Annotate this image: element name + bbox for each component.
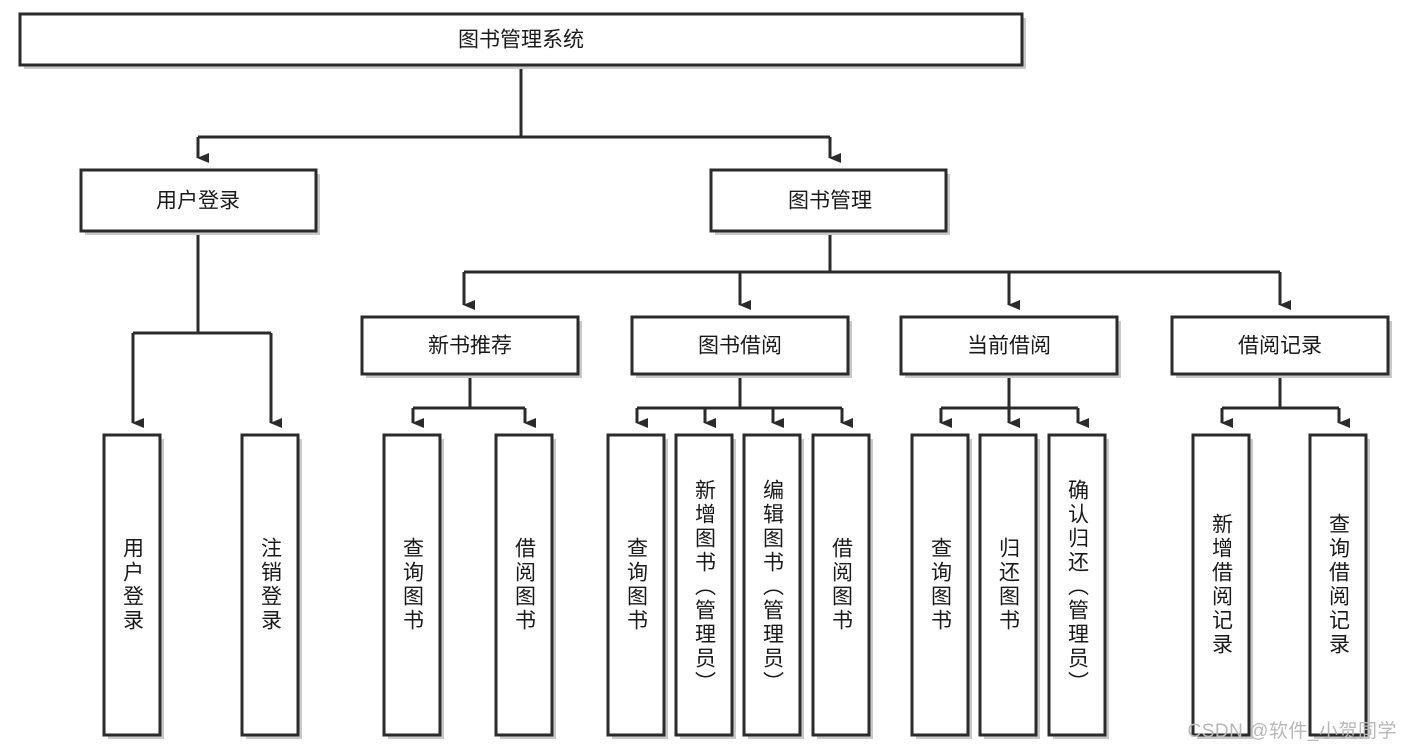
connector-current-borrow-to-leaves [939, 374, 1089, 428]
node-leaf-add-record[interactable] [1191, 433, 1253, 739]
node-leaf-borrow-book-1[interactable] [494, 433, 556, 739]
node-leaf-confirm-return[interactable] [1047, 433, 1109, 739]
node-book-manage[interactable]: 图书管理 [709, 168, 950, 235]
csdn-watermark: CSDN @软件_小贺同学 [1187, 721, 1397, 742]
node-leaf-user-login[interactable] [102, 433, 164, 739]
connector-book-manage-to-level3 [462, 231, 1291, 310]
node-root-label: 图书管理系统 [458, 29, 584, 52]
node-current-borrow[interactable]: 当前借阅 [899, 315, 1121, 378]
node-leaf-user-logout[interactable] [240, 433, 302, 739]
node-user-login-label: 用户登录 [156, 190, 240, 213]
node-book-manage-label: 图书管理 [788, 190, 872, 213]
connector-borrow-record-to-leaves [1220, 374, 1350, 428]
node-current-borrow-label: 当前借阅 [967, 335, 1051, 358]
node-leaf-query-book-3[interactable] [910, 433, 972, 739]
node-new-book-rec-label: 新书推荐 [428, 335, 512, 358]
node-leaf-edit-book[interactable] [742, 433, 804, 739]
connector-book-borrow-to-leaves [635, 374, 853, 428]
node-borrow-record-label: 借阅记录 [1238, 335, 1322, 358]
connector-root-to-level2 [196, 65, 841, 163]
node-leaf-borrow-book-2[interactable] [811, 433, 873, 739]
node-book-borrow[interactable]: 图书借阅 [630, 315, 852, 378]
node-root[interactable]: 图书管理系统 [18, 12, 1026, 69]
node-leaf-query-book-1[interactable] [382, 433, 444, 739]
node-leaf-query-record[interactable] [1308, 433, 1370, 739]
node-leaf-query-book-2[interactable] [606, 433, 668, 739]
node-leaf-add-book[interactable] [674, 433, 736, 739]
node-book-borrow-label: 图书借阅 [698, 335, 782, 358]
node-user-login[interactable]: 用户登录 [79, 168, 320, 235]
node-new-book-rec[interactable]: 新书推荐 [360, 315, 582, 378]
node-leaf-return-book[interactable] [978, 433, 1040, 739]
connector-new-book-rec-to-leaves [411, 374, 536, 428]
connector-user-login-to-leaves [131, 231, 282, 428]
node-borrow-record[interactable]: 借阅记录 [1170, 315, 1392, 378]
